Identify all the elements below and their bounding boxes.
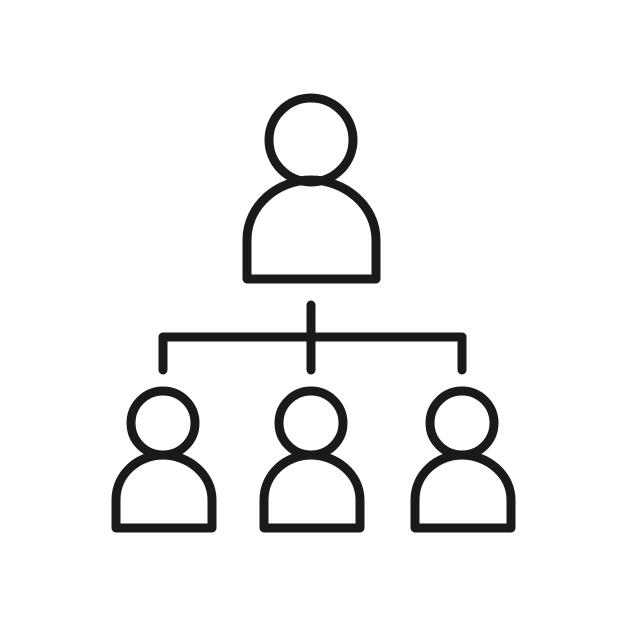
bottom-right-person-icon bbox=[410, 386, 516, 533]
top-person-icon bbox=[242, 93, 381, 284]
bottom-left-person-icon bbox=[111, 386, 217, 533]
bottom-right-person-body bbox=[410, 450, 516, 533]
bottom-left-person-body bbox=[111, 450, 217, 533]
top-person-head bbox=[264, 93, 358, 187]
bottom-middle-person-icon bbox=[259, 386, 365, 533]
bottom-middle-person-body bbox=[259, 450, 365, 533]
bottom-right-person-head bbox=[425, 386, 499, 460]
bottom-middle-person-head bbox=[274, 386, 348, 460]
top-person-body bbox=[242, 175, 381, 284]
hierarchy-connector bbox=[158, 300, 467, 375]
bottom-left-person-head bbox=[126, 386, 200, 460]
